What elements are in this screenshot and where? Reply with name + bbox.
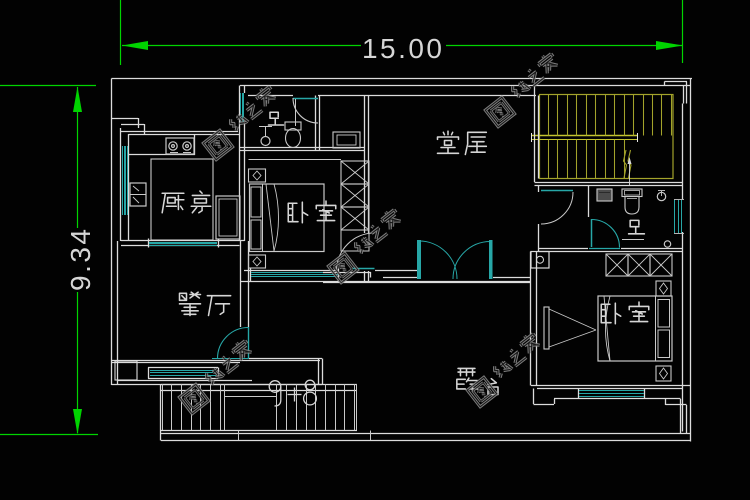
svg-text:15.00: 15.00: [362, 33, 442, 64]
svg-text:9.34: 9.34: [65, 229, 96, 291]
